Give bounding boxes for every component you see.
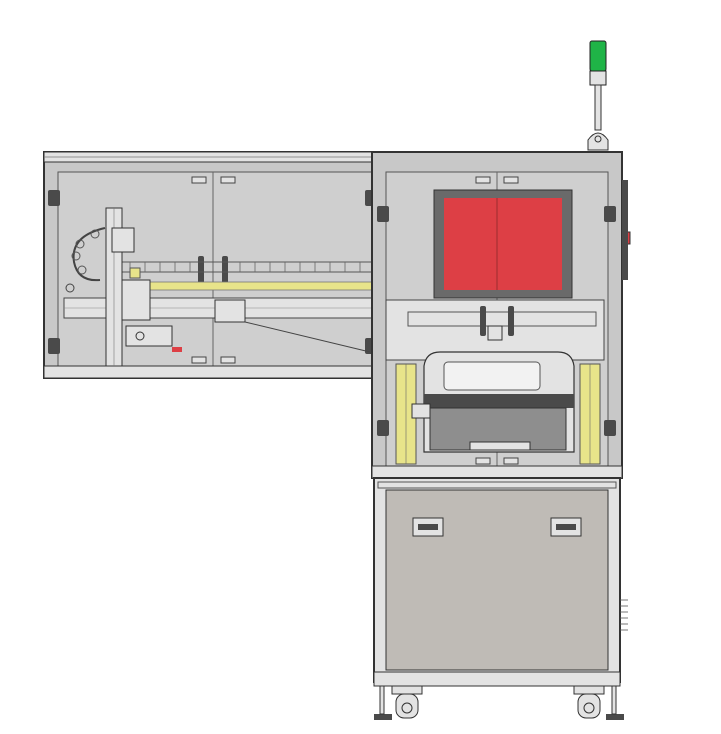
signal-tower [587,40,609,151]
cabinet-door [385,489,609,671]
latch-icon [475,457,491,465]
latch-icon [475,176,491,184]
handle-icon [480,306,486,336]
indicator-red [172,347,182,352]
left-window-glass [57,171,373,369]
latch-icon [503,457,519,465]
latch-icon [503,176,519,184]
lower-cabinet [373,477,628,687]
latch-icon [191,356,207,364]
monitor-screen [444,198,562,290]
beacon-base [589,70,607,86]
caster-icon [395,693,419,719]
leveling-foot [606,714,624,720]
beacon-pole [594,84,602,131]
hinge-icon [48,338,60,354]
hinge-icon [604,420,616,436]
caster-icon [577,693,601,719]
rail-carriage [214,299,246,323]
label-printer [411,351,575,453]
beacon-mount-bolt [594,135,602,143]
hinge-icon [377,420,389,436]
gripper-block [125,325,173,347]
latch-icon [220,356,236,364]
hinge-icon [48,190,60,206]
latch-icon [220,176,236,184]
latch-icon [191,176,207,184]
beacon-icon [589,40,607,72]
printer-window [443,361,541,391]
leveling-foot [374,714,392,720]
handle-icon [198,256,204,286]
left-enclosure-bottom-beam [43,365,381,379]
cabinet-base-beam [373,671,621,687]
handle-icon [508,306,514,336]
casters [374,685,624,720]
pick-place-head [71,207,182,367]
hinge-icon [377,206,389,222]
cable-chain-bend [72,227,106,282]
right-upper-enclosure [371,151,631,479]
hinge-icon [604,206,616,222]
vent-grille [620,599,628,631]
handle-icon [222,256,228,286]
linear-rail-yellow [127,281,409,291]
right-upper-bottom-beam [371,465,623,479]
left-enclosure [43,151,623,379]
